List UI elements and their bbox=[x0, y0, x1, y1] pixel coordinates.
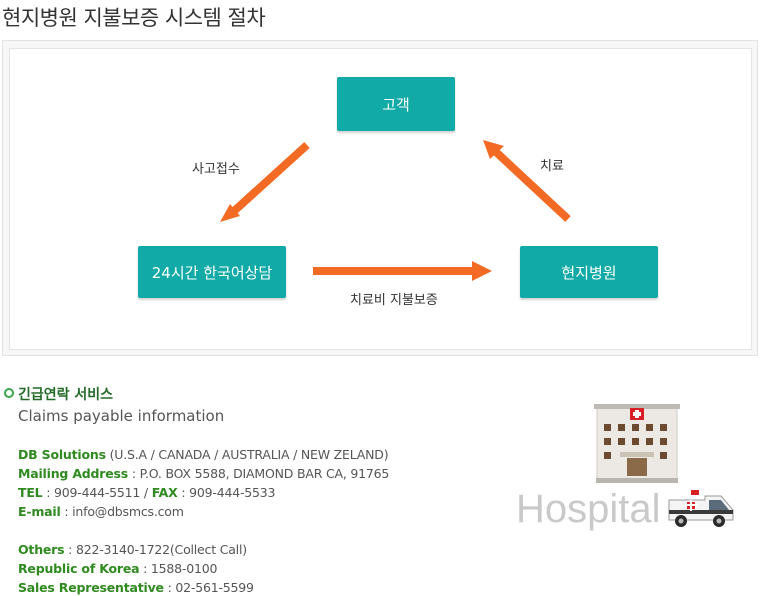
email-value[interactable]: : info@dbsmcs.com bbox=[64, 504, 184, 519]
fax-key: FAX bbox=[151, 485, 178, 500]
node-24h-korean-counsel: 24시간 한국어상담 bbox=[138, 246, 286, 298]
hospital-label: Hospital bbox=[516, 487, 661, 531]
contact-subtitle: Claims payable information bbox=[18, 407, 225, 425]
contact-title: 긴급연락 서비스 bbox=[18, 387, 114, 403]
page-title: 현지병원 지불보증 시스템 절차 bbox=[2, 6, 266, 30]
sales-value: : 02-561-5599 bbox=[167, 580, 254, 595]
db-solutions-value: (U.S.A / CANADA / AUSTRALIA / NEW ZELAND… bbox=[109, 447, 389, 462]
diagram-panel: 고객 24시간 한국어상담 현지병원 사고접수 치료 치료비 지불보증 bbox=[9, 48, 752, 350]
korea-key: Republic of Korea bbox=[18, 561, 140, 576]
line-tel-fax: TEL : 909-444-5511 / FAX : 909-444-5533 bbox=[18, 485, 275, 500]
arrowhead-counsel-to-hospital bbox=[472, 261, 492, 281]
ambulance-icon bbox=[668, 490, 734, 527]
node-customer: 고객 bbox=[337, 77, 455, 131]
arrowhead-customer-to-counsel bbox=[220, 204, 240, 222]
label-treatment: 치료 bbox=[540, 159, 564, 174]
line-republic-of-korea: Republic of Korea : 1588-0100 bbox=[18, 561, 217, 576]
label-accident-report: 사고접수 bbox=[192, 162, 240, 177]
label-payment-guarantee: 치료비 지불보증 bbox=[350, 293, 438, 308]
sales-key: Sales Representative bbox=[18, 580, 164, 595]
tel-key: TEL bbox=[18, 485, 43, 500]
arrow-customer-to-counsel bbox=[230, 142, 310, 215]
line-mailing-address: Mailing Address : P.O. BOX 5588, DIAMOND… bbox=[18, 466, 389, 481]
mailing-address-value: : P.O. BOX 5588, DIAMOND BAR CA, 91765 bbox=[131, 466, 390, 481]
email-key: E-mail bbox=[18, 504, 61, 519]
korea-value: : 1588-0100 bbox=[143, 561, 218, 576]
hospital-building-icon bbox=[594, 404, 680, 483]
node-local-hospital: 현지병원 bbox=[520, 246, 658, 298]
line-db-solutions: DB Solutions (U.S.A / CANADA / AUSTRALIA… bbox=[18, 447, 389, 462]
line-others: Others : 822-3140-1722(Collect Call) bbox=[18, 542, 247, 557]
db-solutions-key: DB Solutions bbox=[18, 447, 106, 462]
line-email: E-mail : info@dbsmcs.com bbox=[18, 504, 184, 519]
fax-value: : 909-444-5533 bbox=[181, 485, 276, 500]
others-key: Others bbox=[18, 542, 65, 557]
diagram-arrows bbox=[220, 140, 571, 281]
others-value: : 822-3140-1722(Collect Call) bbox=[68, 542, 247, 557]
arrow-hospital-to-customer bbox=[493, 149, 571, 222]
tel-value: : 909-444-5511 / bbox=[46, 485, 148, 500]
arrowhead-hospital-to-customer bbox=[483, 140, 504, 159]
diagram-outer-frame: 고객 24시간 한국어상담 현지병원 사고접수 치료 치료비 지불보증 bbox=[2, 40, 758, 356]
line-sales-representative: Sales Representative : 02-561-5599 bbox=[18, 580, 254, 595]
mailing-address-key: Mailing Address bbox=[18, 466, 129, 481]
section-bullet-icon bbox=[4, 388, 14, 398]
